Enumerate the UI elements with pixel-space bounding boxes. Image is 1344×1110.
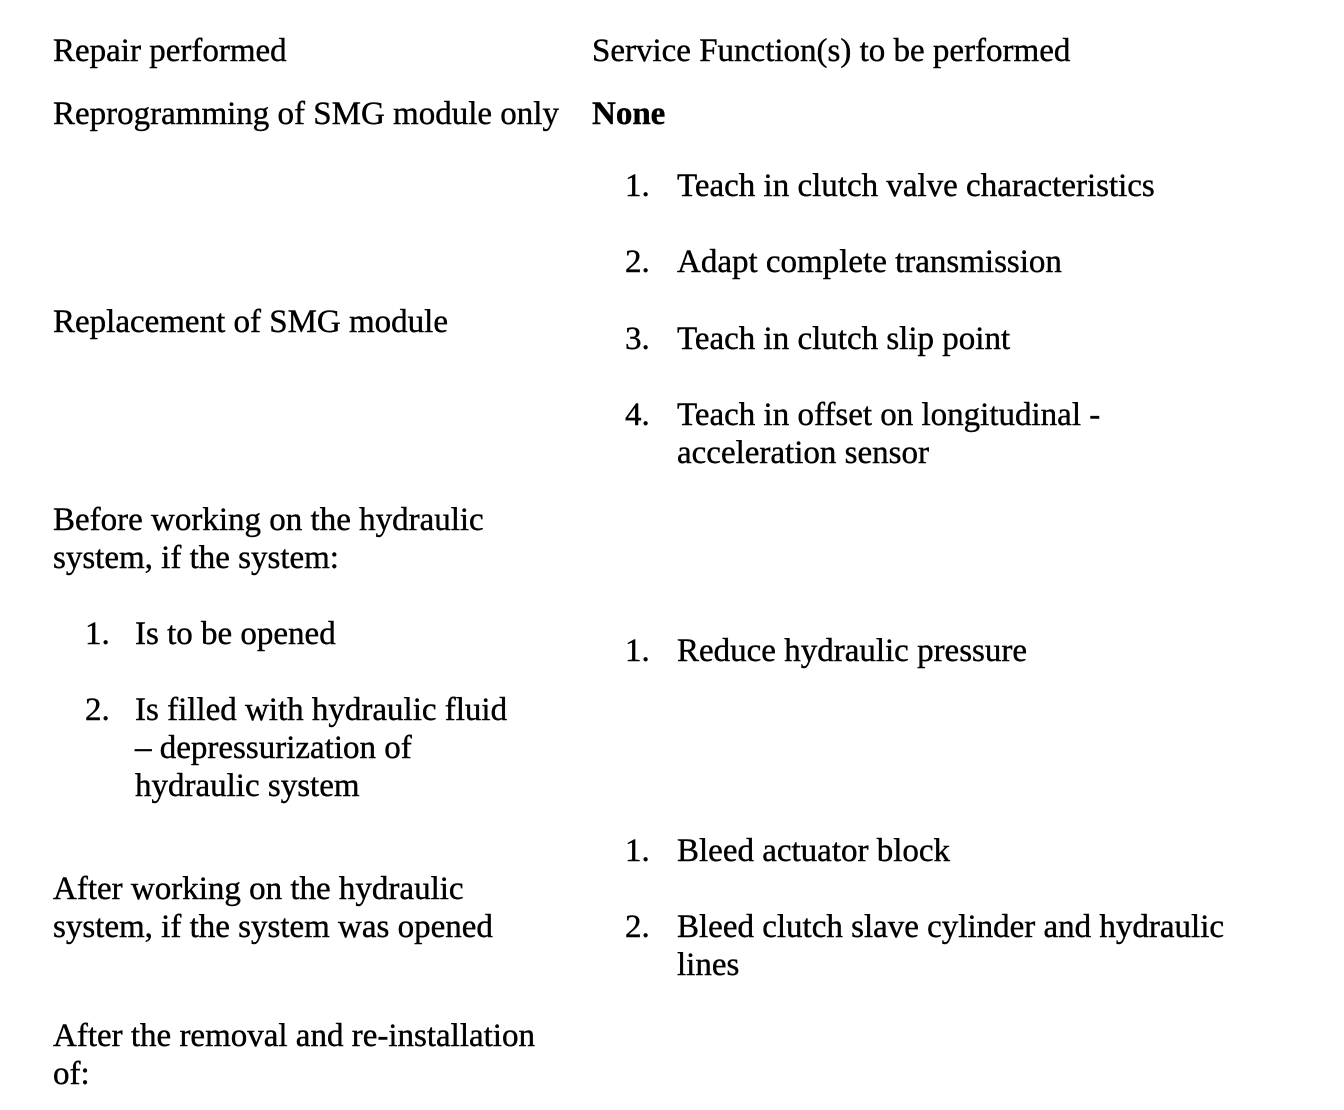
repair-cell-replacement: Replacement of SMG module bbox=[53, 304, 449, 340]
service-list-item: 1. Reduce hydraulic pressure bbox=[625, 632, 1235, 670]
list-number: 3. bbox=[625, 321, 650, 357]
list-item-text: Bleed clutch slave cylinder and hydrauli… bbox=[677, 909, 1225, 983]
service-list-item: 4. Teach in offset on longitudinal -acce… bbox=[625, 396, 1235, 472]
repair-cell-after-working: After working on the hydraulic system, i… bbox=[53, 871, 493, 945]
repair-cell-before-working: Before working on the hydraulic system, … bbox=[53, 502, 484, 576]
service-list-item: 2. Bleed clutch slave cylinder and hydra… bbox=[625, 908, 1235, 984]
repair-list-item: 1. Is to be opened bbox=[85, 615, 525, 653]
service-list-item: 3. Teach in clutch slip point bbox=[625, 320, 1235, 358]
service-list-item: 2. Adapt complete transmission bbox=[625, 243, 1235, 281]
list-item-text: Teach in clutch slip point bbox=[677, 321, 1011, 357]
list-number: 2. bbox=[625, 909, 650, 945]
column-header-repair: Repair performed bbox=[53, 33, 287, 69]
service-list-item: 1. Bleed actuator block bbox=[625, 832, 1235, 870]
list-item-text: Adapt complete transmission bbox=[677, 244, 1062, 280]
list-item-text: Is to be opened bbox=[135, 616, 336, 652]
service-cell-none: None bbox=[592, 96, 666, 132]
list-item-text: Reduce hydraulic pressure bbox=[677, 633, 1028, 669]
list-item-text: Teach in offset on longitudinal -acceler… bbox=[677, 397, 1101, 471]
list-item-text: Teach in clutch valve characteristics bbox=[677, 168, 1155, 204]
list-number: 1. bbox=[625, 833, 650, 869]
list-item-text: Is filled with hydraulic fluid – depress… bbox=[135, 692, 508, 804]
list-number: 1. bbox=[625, 168, 650, 204]
service-list-item: 1. Teach in clutch valve characteristics bbox=[625, 167, 1235, 205]
list-number: 1. bbox=[85, 616, 110, 652]
repair-cell-after-removal: After the removal and re-installation of… bbox=[53, 1018, 535, 1092]
repair-cell-reprogramming: Reprogramming of SMG module only bbox=[53, 96, 559, 132]
list-number: 4. bbox=[625, 397, 650, 433]
list-number: 2. bbox=[85, 692, 110, 728]
list-number: 1. bbox=[625, 633, 650, 669]
list-number: 2. bbox=[625, 244, 650, 280]
repair-list-item: 2. Is filled with hydraulic fluid – depr… bbox=[85, 691, 525, 805]
list-item-text: Bleed actuator block bbox=[677, 833, 951, 869]
column-header-service: Service Function(s) to be performed bbox=[592, 33, 1071, 69]
